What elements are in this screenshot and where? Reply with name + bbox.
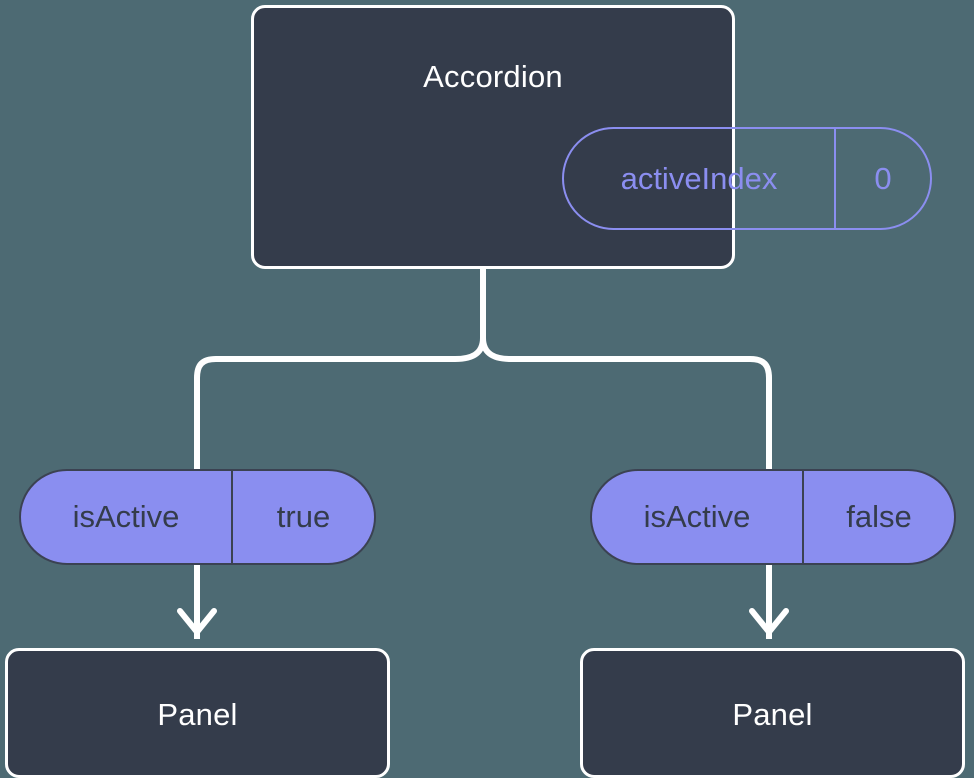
activeindex-prop-key: activeIndex [564, 129, 836, 228]
panel-node-left-title: Panel [157, 697, 238, 732]
panel-node-right-title: Panel [732, 697, 813, 732]
isactive-true-prop-value: true [276, 499, 331, 534]
panel-node-right[interactable]: Panel [580, 648, 965, 778]
activeindex-prop-pill[interactable]: activeIndex 0 [562, 127, 932, 230]
wire-arrow-right-head [749, 608, 789, 635]
wire-branch-left [194, 337, 486, 472]
accordion-node-title: Accordion [423, 59, 563, 94]
isactive-true-prop-pill[interactable]: isActive true [19, 469, 376, 565]
isactive-false-prop-key: isActive [592, 471, 804, 563]
isactive-false-prop-value: false [846, 499, 912, 534]
accordion-node[interactable]: Accordion activeIndex 0 [251, 5, 932, 269]
isactive-false-prop-pill[interactable]: isActive false [590, 469, 956, 565]
isactive-true-prop-key: isActive [21, 471, 233, 563]
activeindex-prop-value: 0 [874, 160, 892, 196]
wire-branch-right [480, 337, 772, 472]
wire-arrow-left-head [177, 608, 217, 635]
panel-node-left[interactable]: Panel [5, 648, 390, 778]
